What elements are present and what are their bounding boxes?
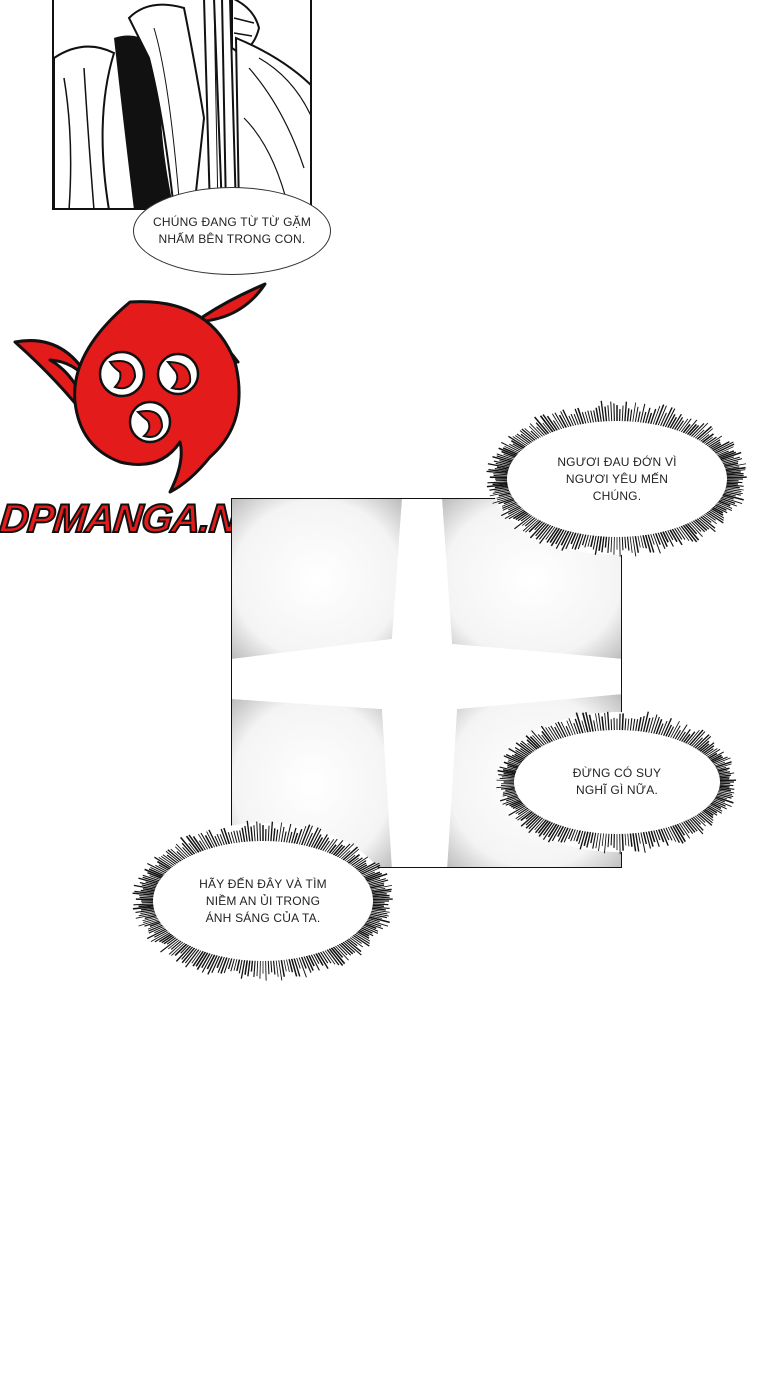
top-panel-artwork	[52, 0, 312, 210]
speech-bubble-text: CHÚNG ĐANG TỪ TỪ GẶM NHẤM BÊN TRONG CON.	[152, 215, 312, 246]
burst-outline-icon	[486, 400, 747, 557]
speech-bubble-burst: HÃY ĐẾN ĐÂY VÀ TÌM NIỀM AN ỦI TRONG ÁNH …	[130, 818, 396, 984]
burst-outline-icon	[496, 711, 737, 855]
speech-bubble-burst: NGƯƠI ĐAU ĐỚN VÌ NGƯƠI YÊU MẾN CHÚNG.	[484, 398, 750, 560]
speech-bubble-text: ĐỪNG CÓ SUY NGHĨ GÌ NỮA.	[572, 766, 662, 797]
swirl-emblem-icon	[13, 282, 267, 494]
burst-outline-icon	[132, 820, 393, 981]
top-panel-illustration	[54, 0, 310, 208]
speech-bubble-text: HÃY ĐẾN ĐÂY VÀ TÌM NIỀM AN ỦI TRONG ÁNH …	[199, 876, 327, 925]
speech-bubble-text: NGƯƠI ĐAU ĐỚN VÌ NGƯƠI YÊU MẾN CHÚNG.	[557, 454, 677, 503]
speech-bubble-burst: ĐỪNG CÓ SUY NGHĨ GÌ NỮA.	[494, 707, 740, 857]
site-logo-emblem	[10, 282, 270, 497]
speech-bubble-plain: CHÚNG ĐANG TỪ TỪ GẶM NHẤM BÊN TRONG CON.	[133, 187, 331, 275]
